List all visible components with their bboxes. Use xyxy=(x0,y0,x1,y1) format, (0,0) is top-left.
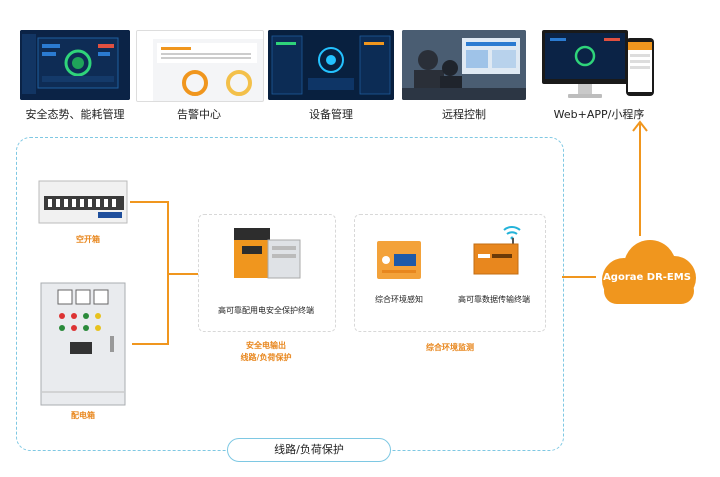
data-terminal-graphic xyxy=(470,218,526,278)
env-sensor-graphic xyxy=(376,240,422,280)
line-protection-label: 线路/负荷保护 xyxy=(274,443,344,456)
distribution-box-graphic xyxy=(40,282,126,406)
cloud-label: Agorae DR-EMS xyxy=(588,272,706,283)
distribution-box-label: 配电箱 xyxy=(53,410,113,421)
remote-control-thumbnail[interactable] xyxy=(402,30,526,100)
protection-terminal-image[interactable] xyxy=(232,226,304,282)
distribution-box-image[interactable] xyxy=(40,282,126,406)
screen-label-remote: 远程控制 xyxy=(402,106,526,122)
web-app-graphic xyxy=(540,28,658,102)
env-sensor-image[interactable] xyxy=(376,240,422,280)
air-switch-box-label: 空开箱 xyxy=(58,234,118,245)
dashboard-graphic xyxy=(20,30,130,100)
connector-lines xyxy=(130,200,200,346)
screen-label-device: 设备管理 xyxy=(268,106,394,122)
env-monitor-label: 综合环境监测 xyxy=(410,342,490,353)
alarm-center-thumbnail[interactable] xyxy=(136,30,264,102)
device-management-graphic xyxy=(268,30,394,100)
arrow-up-icon xyxy=(630,118,650,236)
screen-label-dashboard: 安全态势、能耗管理 xyxy=(20,106,130,122)
device-management-thumbnail[interactable] xyxy=(268,30,394,100)
data-terminal-label: 高可靠数据传输终端 xyxy=(450,294,538,305)
protection-terminal-graphic xyxy=(232,226,304,282)
protection-terminal-label: 高可靠配用电安全保护终端 xyxy=(198,305,334,316)
env-sensor-label: 综合环境感知 xyxy=(364,294,434,305)
dashboard-thumbnail[interactable] xyxy=(20,30,130,100)
remote-control-graphic xyxy=(402,30,526,100)
safe-output-label-line1: 安全电输出 xyxy=(226,340,306,351)
web-app-thumbnail[interactable] xyxy=(540,28,658,102)
screen-label-alarm: 告警中心 xyxy=(136,106,262,122)
safe-output-label-line2: 线路/负荷保护 xyxy=(226,352,306,363)
data-terminal-image[interactable] xyxy=(470,218,526,278)
line-protection-pill: 线路/负荷保护 xyxy=(227,438,391,462)
air-switch-box-image[interactable] xyxy=(38,180,128,224)
air-switch-box-graphic xyxy=(38,180,128,224)
alarm-center-graphic xyxy=(137,31,263,101)
cloud-platform[interactable]: Agorae DR-EMS xyxy=(588,232,706,316)
